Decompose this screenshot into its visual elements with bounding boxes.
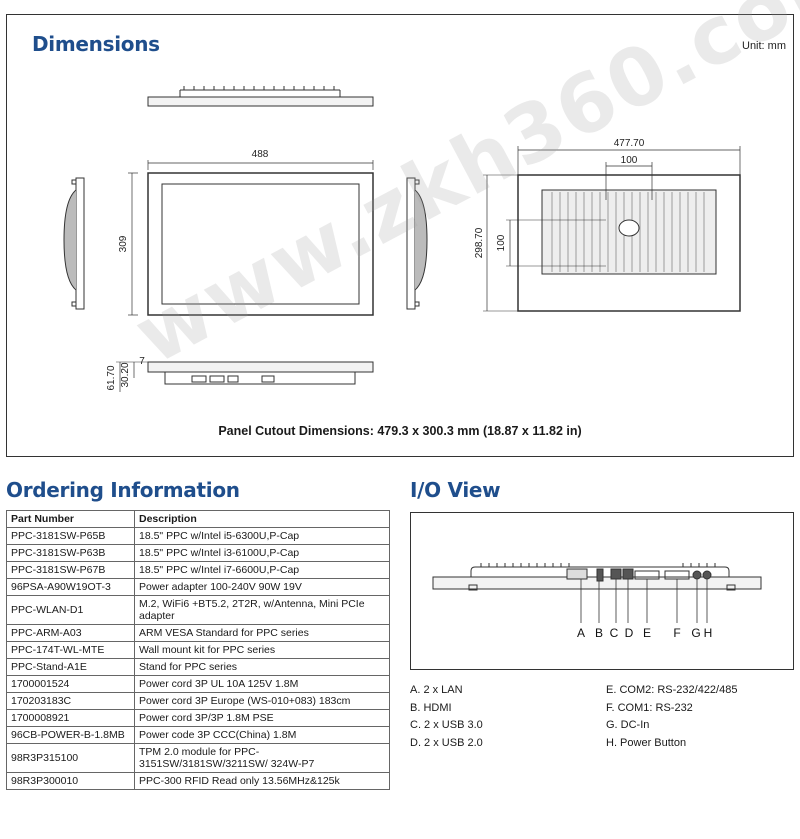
part-number-cell: 1700001524 bbox=[6, 675, 135, 693]
io-letter-f: F bbox=[673, 626, 680, 640]
part-number-cell: 98R3P315100 bbox=[6, 743, 135, 773]
description-cell: 18.5" PPC w/Intel i3-6100U,P-Cap bbox=[134, 544, 390, 562]
dim-bezel: 7 bbox=[139, 356, 145, 367]
description-cell: Power adapter 100-240V 90W 19V bbox=[134, 578, 390, 596]
part-number-cell: PPC-ARM-A03 bbox=[6, 624, 135, 642]
rear-view-drawing bbox=[483, 146, 741, 312]
io-letter-a: A bbox=[577, 626, 585, 640]
description-cell: ARM VESA Standard for PPC series bbox=[134, 624, 390, 642]
part-number-cell: 96PSA-A90W19OT-3 bbox=[6, 578, 135, 596]
panel-cutout-text: Panel Cutout Dimensions: 479.3 x 300.3 m… bbox=[218, 424, 582, 438]
part-number-cell: PPC-3181SW-P67B bbox=[6, 561, 135, 579]
io-item-e: E. COM2: RS-232/422/485 bbox=[606, 684, 738, 696]
bottom-view-drawing bbox=[116, 361, 374, 392]
part-number-cell: PPC-174T-WL-MTE bbox=[6, 641, 135, 659]
dimensions-panel bbox=[6, 14, 794, 457]
part-number-cell: PPC-3181SW-P65B bbox=[6, 527, 135, 545]
part-number-cell: PPC-3181SW-P63B bbox=[6, 544, 135, 562]
ordering-title: Ordering Information bbox=[6, 478, 240, 502]
description-cell: Power code 3P CCC(China) 1.8M bbox=[134, 726, 390, 744]
dim-rear-height: 298.70 bbox=[474, 227, 485, 258]
io-item-h: H. Power Button bbox=[606, 736, 687, 749]
left-side-drawing bbox=[63, 177, 85, 310]
unit-label: Unit: mm bbox=[742, 40, 786, 52]
io-drawing: A B C D E F G H bbox=[432, 563, 762, 640]
io-item-b: B. HDMI bbox=[410, 701, 452, 714]
header-part-number: Part Number bbox=[6, 510, 135, 528]
io-item-f: F. COM1: RS-232 bbox=[606, 701, 693, 714]
description-cell: TPM 2.0 module for PPC-3151SW/3181SW/321… bbox=[134, 743, 390, 773]
io-title: I/O View bbox=[410, 478, 501, 502]
dim-rear-width: 477.70 bbox=[614, 138, 645, 149]
dim-depth-bezel: 30.20 bbox=[120, 362, 131, 387]
description-cell: M.2, WiFi6 +BT5.2, 2T2R, w/Antenna, Mini… bbox=[134, 595, 390, 625]
part-number-cell: 1700008921 bbox=[6, 709, 135, 727]
io-item-c: C. 2 x USB 3.0 bbox=[410, 719, 483, 731]
io-item-a: A. 2 x LAN bbox=[410, 684, 463, 696]
description-cell: 18.5" PPC w/Intel i7-6600U,P-Cap bbox=[134, 561, 390, 579]
dimensions-title: Dimensions bbox=[32, 32, 160, 56]
dim-width-488: 488 bbox=[252, 149, 269, 160]
part-number-cell: 98R3P300010 bbox=[6, 772, 135, 790]
io-letter-g: G bbox=[691, 626, 700, 640]
dim-rear-vesa-v: 100 bbox=[496, 234, 507, 251]
part-number-cell: 170203183C bbox=[6, 692, 135, 710]
io-letter-b: B bbox=[595, 626, 603, 640]
io-legend-right: E. COM2: RS-232/422/485 F. COM1: RS-232 … bbox=[606, 682, 737, 752]
description-cell: Power cord 3P Europe (WS-010+083) 183cm bbox=[134, 692, 390, 710]
description-cell: Power cord 3P UL 10A 125V 1.8M bbox=[134, 675, 390, 693]
description-cell: Wall mount kit for PPC series bbox=[134, 641, 390, 659]
io-view-panel: A B C D E F G H bbox=[410, 512, 794, 670]
ordering-header-row: Part Number Description bbox=[6, 510, 390, 528]
io-legend-left: A. 2 x LAN B. HDMI C. 2 x USB 3.0 D. 2 x… bbox=[410, 682, 483, 752]
io-item-g: G. DC-In bbox=[606, 719, 650, 731]
dim-depth-total: 61.70 bbox=[106, 365, 117, 390]
part-number-cell: PPC-WLAN-D1 bbox=[6, 595, 135, 625]
dimension-drawings: 488 309 477.70 100 298.70 100 61.70 30.2… bbox=[63, 86, 741, 392]
dim-rear-vesa-h: 100 bbox=[621, 155, 638, 166]
top-view-drawing bbox=[147, 86, 374, 107]
header-description: Description bbox=[134, 510, 390, 528]
description-cell: PPC-300 RFID Read only 13.56MHz&125k bbox=[134, 772, 390, 790]
description-cell: Power cord 3P/3P 1.8M PSE bbox=[134, 709, 390, 727]
io-letter-d: D bbox=[625, 626, 634, 640]
description-cell: Stand for PPC series bbox=[134, 658, 390, 676]
part-number-cell: PPC-Stand-A1E bbox=[6, 658, 135, 676]
description-cell: 18.5" PPC w/Intel i5-6300U,P-Cap bbox=[134, 527, 390, 545]
dim-height-309: 309 bbox=[118, 235, 129, 252]
io-letter-e: E bbox=[643, 626, 651, 640]
right-side-drawing bbox=[406, 177, 428, 310]
front-view-drawing bbox=[128, 160, 374, 316]
io-item-d: D. 2 x USB 2.0 bbox=[410, 736, 483, 749]
part-number-cell: 96CB-POWER-B-1.8MB bbox=[6, 726, 135, 744]
io-letter-h: H bbox=[704, 626, 713, 640]
io-letter-c: C bbox=[610, 626, 619, 640]
